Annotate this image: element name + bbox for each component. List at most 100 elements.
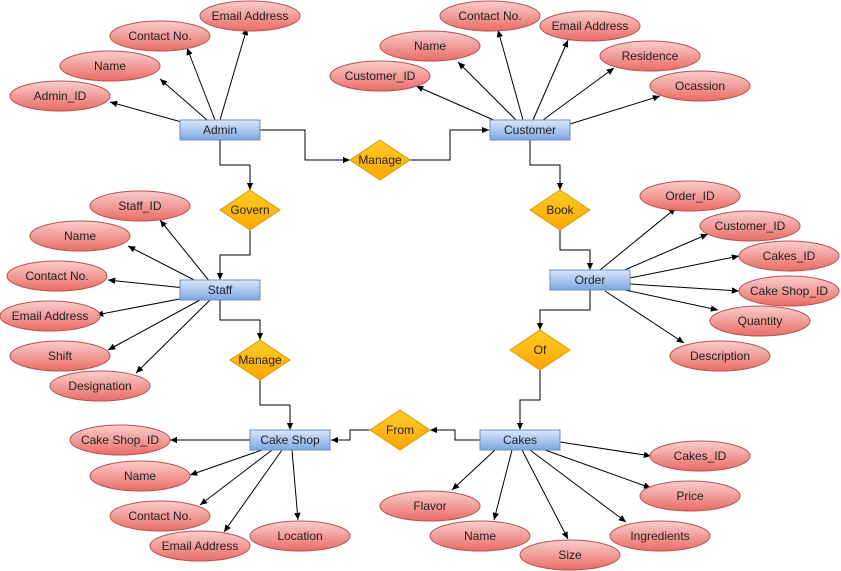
edge-cakes-id [559,441,652,459]
attribute-label: Email Address [212,9,289,23]
attribute-customer-name: Name [379,30,481,62]
attribute-label: Customer_ID [345,69,416,83]
entity-label: Staff [208,283,233,297]
edge-cakes-flavor [451,449,496,491]
relationship-book: Book [529,189,591,231]
edge-order-of [536,290,591,330]
attribute-cakes-id: Cakes_ID [649,440,751,472]
edge-staff-contact [107,277,186,289]
attribute-label: Quantity [738,314,783,328]
edge-admin-contact [186,47,216,121]
attribute-label: Contact No. [128,29,191,43]
attribute-label: Ocassion [675,79,725,93]
edge-customer-name [457,61,517,121]
attribute-label: Name [124,469,156,483]
edge-customer-contact [496,29,524,121]
attribute-cakes-flavor: Flavor [379,490,481,522]
edge-cakes-price [544,449,652,489]
relationship-manage-staff-cakeshop: Manage [229,339,291,381]
edge-order-customer [619,233,709,273]
relationship-label: Manage [358,153,402,167]
attribute-label: Size [558,548,582,562]
attribute-admin-email: Email Address [199,0,301,32]
edge-customer-book [529,140,564,190]
attribute-label: Contact No. [25,269,88,283]
attribute-label: Location [277,529,322,543]
attribute-cakes-size: Size [519,539,621,571]
relationship-label: Of [534,343,547,357]
edge-staff-id [159,219,211,283]
entity-label: Admin [203,123,237,137]
edge-cakeshop-email [223,449,283,533]
attribute-staff-id: Staff_ID [89,190,191,222]
edge-cakes-size [521,449,569,540]
edge-admin-manage [260,129,350,164]
relationship-label: Govern [230,203,269,217]
attribute-cakeshop-name: Name [89,460,191,492]
attribute-label: Name [414,39,446,53]
attribute-staff-shift: Shift [9,340,111,372]
entity-customer: Customer [489,119,571,141]
attribute-label: Name [64,229,96,243]
attribute-admin-name: Name [59,50,161,82]
attribute-staff-email: Email Address [0,300,101,332]
edge-cakes-name [492,449,513,521]
attribute-label: Cakes_ID [674,449,727,463]
attribute-staff-designation: Designation [49,370,151,402]
edge-customer-id [415,85,506,126]
attribute-label: Cake Shop_ID [750,284,828,298]
relationship-of: Of [509,329,571,371]
attribute-cakes-ingredients: Ingredients [609,520,711,552]
edge-staff-shift [107,299,201,351]
entity-label: Cake Shop [260,433,320,447]
relationship-label: Book [546,203,574,217]
attribute-order-customer-id: Customer_ID [699,210,801,242]
edge-govern-staff [216,230,251,280]
relationship-manage-admin-customer: Manage [349,139,411,181]
entity-label: Customer [504,123,556,137]
attribute-admin-contact: Contact No. [109,20,211,52]
edge-manage-customer [410,126,489,161]
attribute-label: Email Address [162,539,239,553]
edge-customer-occasion [569,95,661,125]
attribute-staff-contact: Contact No. [6,260,108,292]
edge-admin-id [109,100,186,124]
edge-staff-name [127,245,201,284]
edges [95,27,740,540]
edge-of-cakes [516,370,541,430]
edge-admin-govern [219,140,254,190]
attribute-order-description: Description [669,340,771,372]
relationship-label: From [386,423,414,437]
attribute-admin-id: Admin_ID [9,80,111,112]
edge-from-cakeshop [331,429,370,444]
attribute-label: Customer_ID [715,219,786,233]
attribute-label: Staff_ID [118,199,161,213]
attribute-label: Contact No. [458,9,521,23]
relationship-govern: Govern [219,189,281,231]
edge-order-id [599,207,677,271]
attribute-cakeshop-email: Email Address [149,530,251,562]
attribute-label: Cakes_ID [763,249,816,263]
attribute-label: Flavor [413,499,446,513]
entity-cake-shop: Cake Shop [249,429,331,451]
edge-cakeshop-name [189,449,263,476]
attribute-order-cakes-id: Cakes_ID [738,240,840,272]
attribute-cakeshop-location: Location [249,520,351,552]
edge-cakeshop-location [291,449,301,521]
attribute-label: Ingredients [630,529,689,543]
edge-order-description [604,290,685,344]
edge-cakes-ingredients [529,449,627,523]
attribute-label: Residence [622,49,679,63]
attribute-order-cakeshop-id: Cake Shop_ID [738,275,840,307]
edge-staff-designation [135,299,211,374]
edge-book-order [559,230,594,270]
entity-staff: Staff [179,279,261,301]
entity-label: Cakes [503,433,537,447]
edge-order-cakeshop [629,283,740,294]
attribute-label: Shift [48,349,73,363]
attribute-label: Contact No. [128,509,191,523]
attribute-staff-name: Name [29,220,131,252]
attribute-cakeshop-id: Cake Shop_ID [69,424,171,456]
attribute-label: Cake Shop_ID [81,433,159,447]
